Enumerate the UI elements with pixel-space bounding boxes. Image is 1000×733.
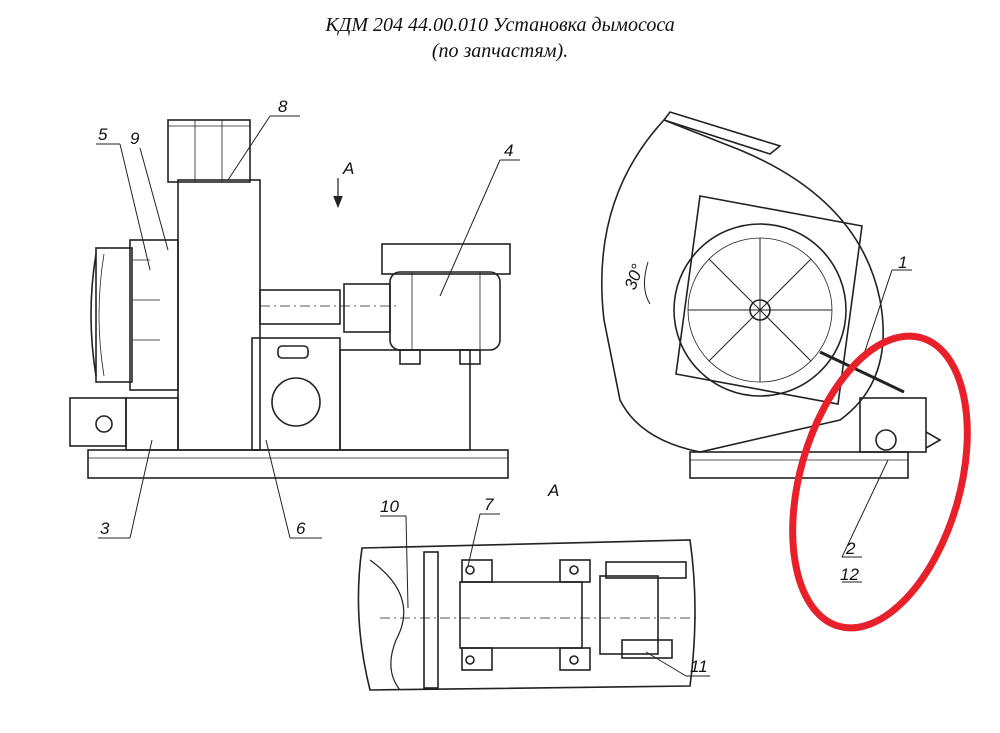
callout-6: 6	[296, 519, 306, 538]
callout-2: 2	[845, 539, 856, 558]
callout-12: 12	[840, 565, 859, 584]
callout-1: 1	[898, 253, 907, 272]
callout-5: 5	[98, 125, 108, 144]
callout-7: 7	[484, 495, 494, 514]
section-view-label: A	[547, 481, 559, 500]
drawing-title: КДМ 204 44.00.010 Установка дымососа	[325, 14, 675, 36]
side-view	[69, 115, 520, 539]
view-a	[357, 513, 710, 691]
callout-9: 9	[130, 129, 140, 148]
drawing-subtitle: (по запчастям).	[431, 40, 569, 62]
angle-label: 30°	[621, 261, 648, 292]
highlight-ellipse	[789, 332, 971, 632]
callout-10: 10	[380, 497, 399, 516]
callout-11: 11	[690, 657, 708, 676]
callout-4: 4	[504, 141, 513, 160]
callout-8: 8	[278, 97, 288, 116]
front-view	[601, 111, 942, 583]
callout-3: 3	[100, 519, 110, 538]
view-arrow-label: A	[342, 159, 354, 178]
